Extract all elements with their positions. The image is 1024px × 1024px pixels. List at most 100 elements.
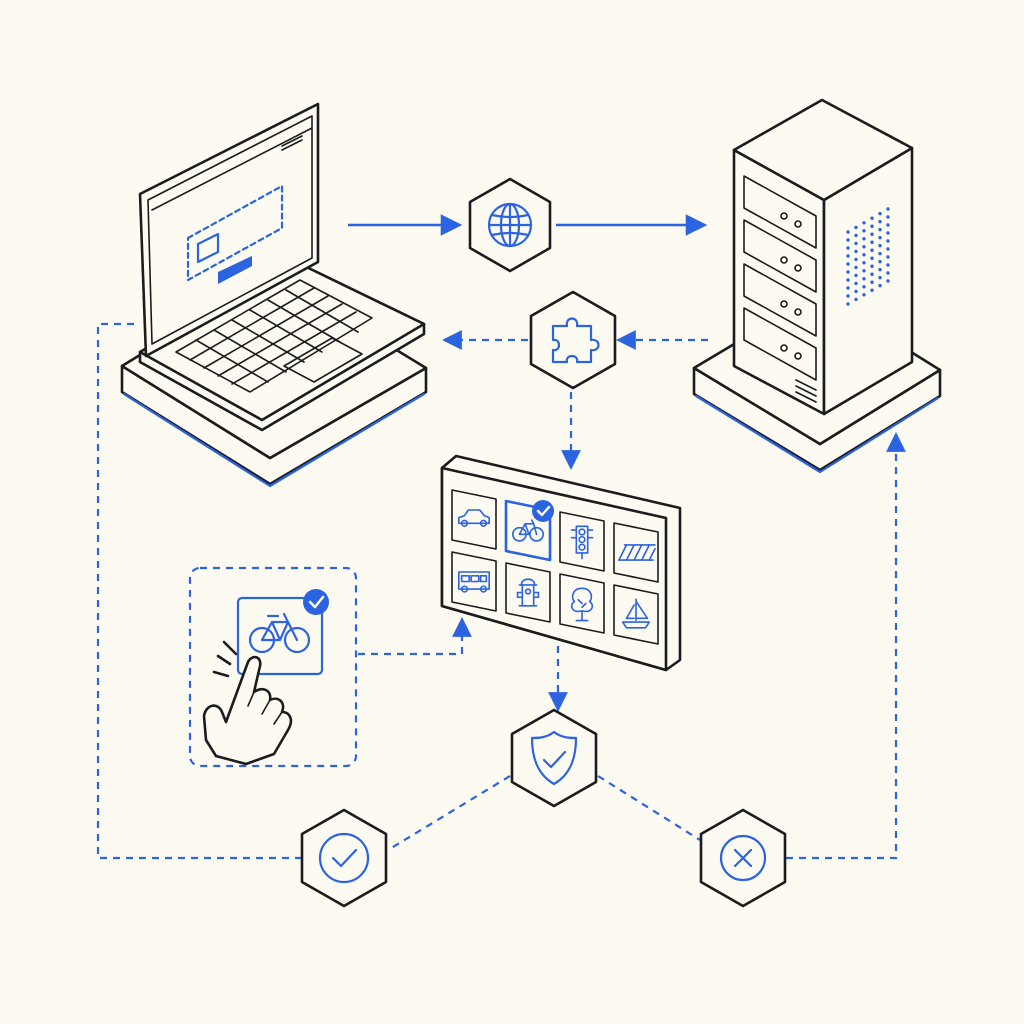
verification-node [510,708,598,808]
vent-dot [846,246,850,250]
vent-dot [878,251,882,256]
failure-node [699,808,787,908]
vent-dot [886,231,890,235]
vent-dot [878,275,882,280]
vent-dot [854,257,858,262]
vent-dot [870,280,874,284]
vent-dot [862,285,866,289]
tap-rays [212,640,238,678]
crosswalk-icon [618,544,656,561]
vent-dot [870,272,874,276]
vent-dot [878,219,882,224]
connector-success-to-laptop [96,322,302,860]
x-circle-icon [719,834,767,882]
selection-frame [188,566,358,768]
vent-dot [862,293,866,297]
vent-dot [854,249,858,254]
vent-dot [846,294,850,298]
user-selection [188,566,358,768]
vent-dot [878,283,882,288]
challenge-tile[interactable] [451,551,497,612]
challenge-grid-panel [440,454,682,672]
vent-dot [862,261,866,265]
vent-dot [886,247,890,251]
vent-dot [886,263,890,267]
connector-selection-to-grid [358,617,472,656]
vent-dot [870,264,874,268]
checkbox-icon [196,232,220,264]
vent-dot [846,238,850,242]
vent-dot [846,270,850,274]
vent-dot [862,277,866,281]
vent-dot [886,223,890,227]
check-circle-icon [318,832,370,884]
fire-hydrant-icon [516,578,540,607]
vent-dot [870,256,874,260]
vent-dot [846,230,850,234]
challenge-tile[interactable] [451,489,497,550]
selection-check-badge [303,589,329,615]
server-vent-grid [846,207,890,306]
challenge-tile[interactable] [559,511,605,572]
vent-dot [846,262,850,266]
vent-dot [878,259,882,264]
bicycle-icon [248,612,311,654]
challenge-tile[interactable] [505,562,551,623]
connectors [96,214,906,860]
vent-dot [854,241,858,246]
vent-dot [854,281,858,286]
challenge-tiles [451,489,659,645]
network-node [468,177,552,273]
client-laptop [120,102,428,488]
vent-dot [886,279,890,283]
vent-dot [846,286,850,290]
connector-verification-to-success [387,775,511,851]
vent-dot [862,245,866,249]
bus-icon [457,571,491,593]
server-rack [692,98,942,474]
vent-dot [878,227,882,232]
vent-dot [870,248,874,252]
server-tower [732,98,914,416]
vent-dot [862,221,866,225]
challenge-tile[interactable] [613,522,659,583]
keyboard [175,279,373,393]
vent-dot [870,240,874,244]
submit-button [218,256,252,284]
vent-dot [886,255,890,259]
tree-icon [570,587,594,622]
vent-dot [854,225,858,230]
vent-dot [870,216,874,220]
vent-dot [886,239,890,243]
hand-pointer-icon [202,655,293,766]
vent-dot [854,265,858,270]
vent-dot [846,302,850,306]
vent-dot [886,271,890,275]
globe-icon [487,202,533,248]
sailboat-icon [621,598,651,629]
vent-dot [854,297,858,302]
vent-dot [870,288,874,292]
server-drives [743,175,817,403]
vent-dot [854,233,858,238]
success-node [300,808,388,908]
challenge-tile[interactable] [559,573,605,634]
vent-dot [862,253,866,257]
vent-dot [862,269,866,273]
shield-check-icon [530,730,578,786]
selected-check-badge [532,500,554,522]
plugin-node [529,290,617,390]
form-field-frame [186,184,284,282]
vent-dot [878,235,882,240]
vent-dot [854,273,858,278]
car-icon [457,509,491,527]
vent-dot [870,224,874,228]
vent-dot [870,232,874,236]
vent-dot [886,207,890,211]
vent-dot [878,267,882,272]
vent-dot [846,254,850,258]
trackpad [283,337,363,383]
vent-dot [862,237,866,241]
challenge-tile[interactable] [613,584,659,645]
